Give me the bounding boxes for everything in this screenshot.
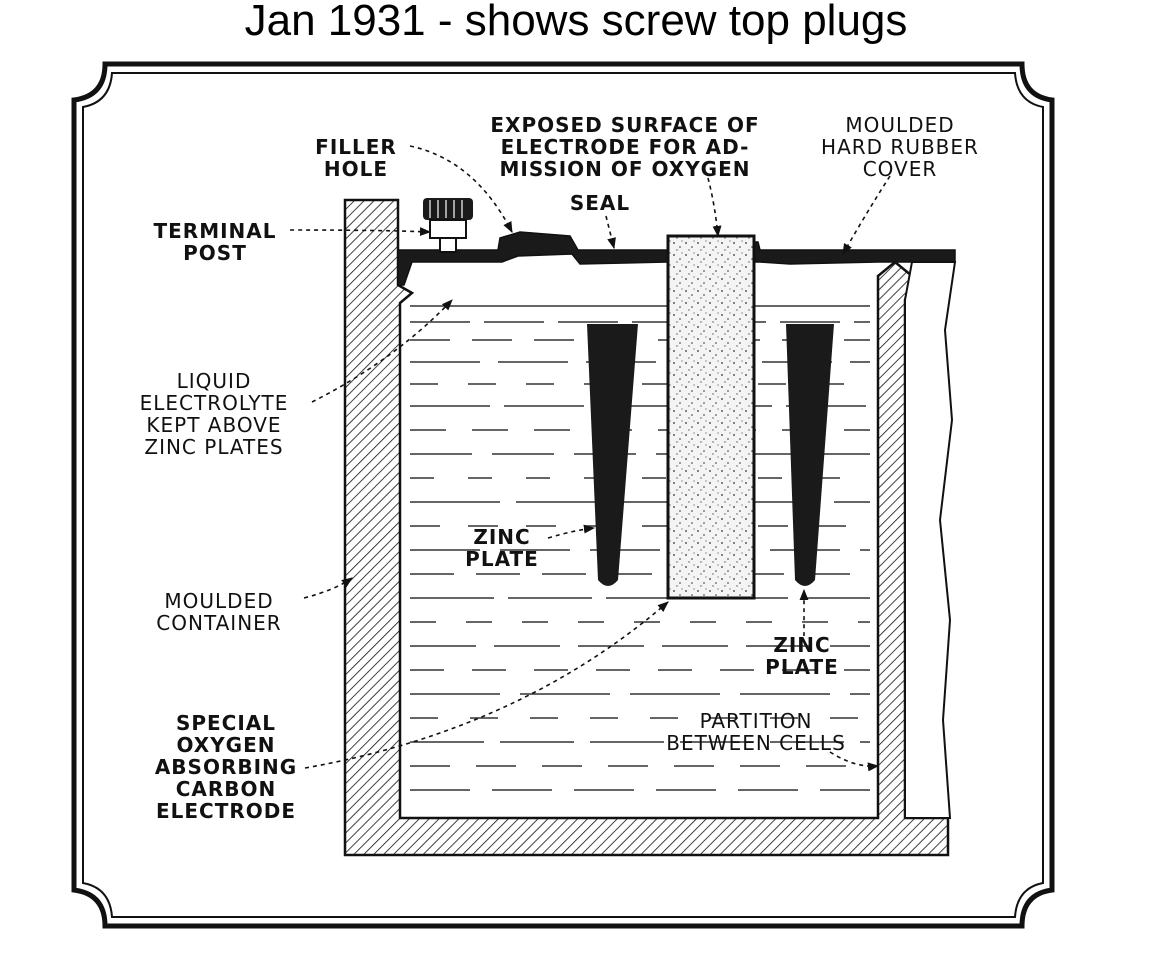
leader-lines — [289, 145, 891, 772]
adjacent-cell — [904, 261, 957, 819]
seal-label: SEAL — [569, 191, 631, 215]
moulded-container — [343, 198, 950, 857]
zinc-plate-left — [587, 324, 638, 586]
carbon-electrode — [666, 234, 756, 600]
outer-frame — [71, 61, 1055, 929]
terminal-post — [423, 198, 473, 253]
zinc-plate-right — [786, 324, 834, 586]
page-title: Jan 1931 - shows screw top plugs — [244, 0, 908, 45]
inner-frame — [82, 72, 1044, 918]
